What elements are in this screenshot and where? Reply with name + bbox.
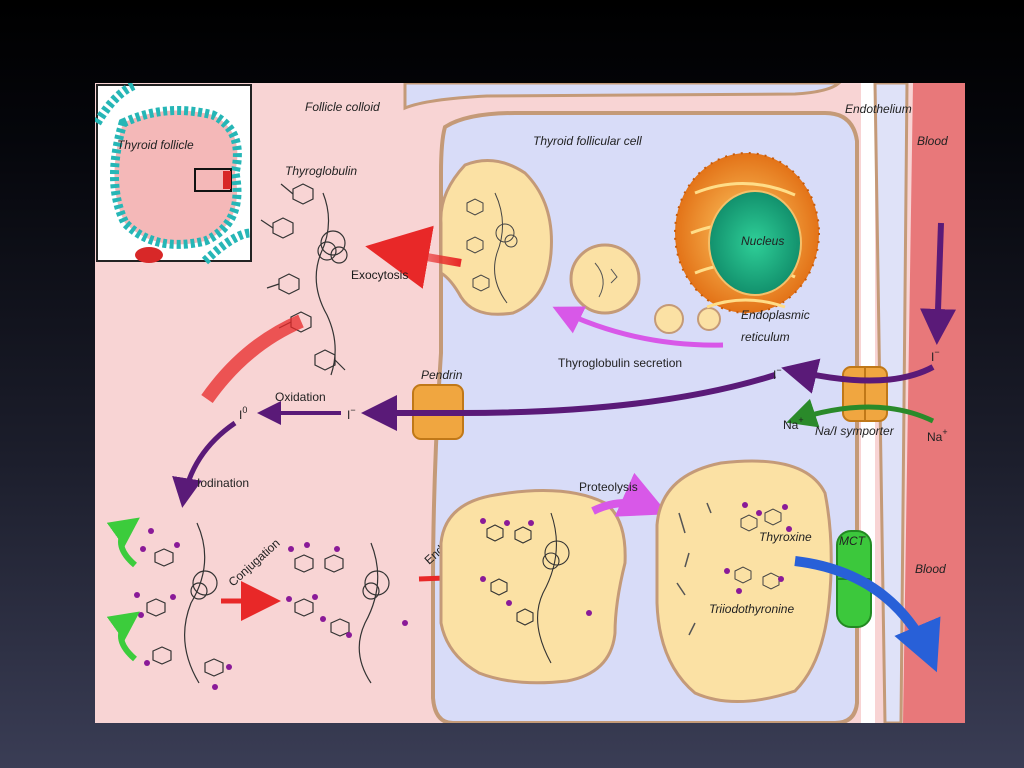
endothelium [873,83,909,723]
exocytosis-vesicle [439,159,553,316]
er-label-line1: Endoplasmic [741,308,810,322]
follicle-colloid-label: Follicle colloid [305,100,380,114]
pendrin-label: Pendrin [421,368,463,382]
iodine-atoms-vesicle [480,518,592,616]
thyroglobulin-to-iodination-arrow [201,314,304,404]
thyroglobulin-molecule [260,183,348,376]
thyroxine-label: Thyroxine [759,530,812,544]
lysosome [655,459,833,704]
iodide-cell-label: I− [773,365,782,382]
iodinated-thyroglobulin [146,522,224,684]
exocytosis-label: Exocytosis [351,268,408,282]
mct-label: MCT [839,534,867,548]
iodine-atoms-hormones [724,502,792,594]
thyroglobulin-label: Thyroglobulin [285,164,357,178]
conjugated-thyroglobulin [294,542,390,684]
proteolysis-label: Proteolysis [579,480,638,494]
nucleus-with-er [674,152,820,314]
endothelium-label: Endothelium [845,102,912,116]
protein-fragments [676,502,712,636]
iodide-transport-arrow [361,372,776,431]
triiodothyronine-label: Triiodothyronine [709,602,794,616]
thyroid-follicular-cell-label: Thyroid follicular cell [533,134,642,148]
iodide-blood-label: I− [931,347,940,364]
blood-label-top: Blood [917,134,948,148]
exocytosis-arrow [365,225,462,289]
vesicle-thyroglobulin [466,192,518,304]
hormone-release-arrow [794,556,941,673]
endocytosed-thyroglobulin [486,512,570,664]
blood-iodide-arrow [920,222,957,345]
thyroglobulin-secretion-label: Thyroglobulin secretion [558,356,682,370]
thyroid-hormone-synthesis-diagram: Thyroid follicle Follicle colloid Thyroi… [95,83,965,723]
blood-label-bottom: Blood [915,562,946,576]
thyroid-hormones [734,508,782,590]
proteolysis-arrow [591,472,669,517]
endocytic-vesicle [439,489,627,685]
sodium-uptake-arrow [786,398,935,428]
iodination-arrow [172,420,237,508]
er-label-line2: reticulum [741,330,790,344]
iodine-atoms-middle [286,542,408,638]
nai-symporter-label: Na/I symporter [815,424,895,438]
na-i-symporter [842,366,888,422]
coupling-arrow-upper [106,517,140,568]
thyroid-follicle-label: Thyroid follicle [117,138,194,152]
sodium-blood-label: Na+ [927,427,948,444]
iodide-colloid-label: I− [347,405,356,422]
iodide-uptake-arrow [781,358,935,394]
coupling-arrow-lower [106,611,140,662]
oxidation-label: Oxidation [275,390,326,404]
blood-vessel [903,83,965,723]
sodium-cell-label: Na+ [783,415,804,432]
thyroglobulin-secretion-arrow [552,306,724,348]
nucleus-label: Nucleus [741,234,784,248]
secretory-vesicles [569,243,721,334]
iodination-label: Iodination [197,476,249,490]
upper-neighbor-cell [403,83,842,111]
thyroid-follicle-inset: Thyroid follicle [95,83,252,265]
iodine-zero-label: I0 [239,405,247,422]
